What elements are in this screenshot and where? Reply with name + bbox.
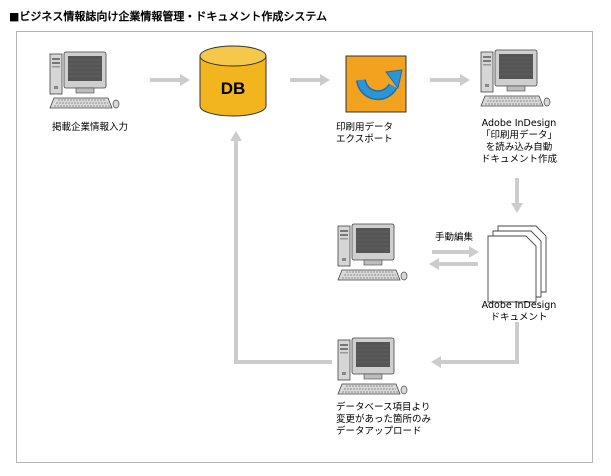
indesign-label-line: を読み込み自動 (485, 142, 553, 153)
documents-label: Adobe InDesign ドキュメント (464, 300, 574, 324)
database-icon: DB (199, 45, 267, 117)
indesign-label-line: ドキュメント作成 (480, 154, 557, 165)
upload-label-line: データアップロード (336, 426, 422, 437)
documents-icon (487, 225, 547, 303)
documents-label-line: Adobe InDesign (481, 300, 557, 311)
refresh-arrow-icon (356, 69, 403, 101)
upload-computer-label: データベース項目より 変更があった箇所のみ データアップロード (336, 402, 431, 438)
upload-label-line: データベース項目より (336, 402, 431, 413)
arrow-db-to-export (290, 74, 330, 86)
upload-label-line: 変更があった箇所のみ (336, 414, 432, 425)
page-title: ■ビジネス情報誌向け企業情報管理・ドキュメント作成システム (9, 10, 328, 23)
export-label-line: エクスポート (336, 134, 393, 145)
indesign-label-line: Adobe InDesign (481, 118, 557, 129)
indesign-label-line: 「印刷用データ」 (480, 130, 557, 141)
computer-icon (480, 49, 551, 107)
export-label-line: 印刷用データ (336, 122, 394, 133)
arrow-export-to-indesign (430, 74, 470, 86)
indesign-computer-label: Adobe InDesign 「印刷用データ」 を読み込み自動 ドキュメント作成 (460, 118, 578, 166)
arrow-upload-to-db (230, 131, 332, 364)
arrow-indesign-to-documents (511, 178, 523, 213)
input-computer-label: 掲載企業情報入力 (52, 122, 129, 133)
export-box (345, 55, 407, 113)
computer-icon (337, 337, 408, 395)
arrow-documents-to-upload (431, 322, 519, 368)
export-label: 印刷用データ エクスポート (336, 122, 393, 146)
arrow-edit-back-and-forth (429, 246, 479, 270)
computer-icon (337, 223, 408, 281)
db-label: DB (221, 79, 246, 98)
documents-label-line: ドキュメント (490, 312, 548, 323)
computer-icon (49, 51, 120, 109)
manual-edit-label: 手動編集 (435, 232, 474, 243)
arrow-input-to-db (150, 74, 190, 86)
